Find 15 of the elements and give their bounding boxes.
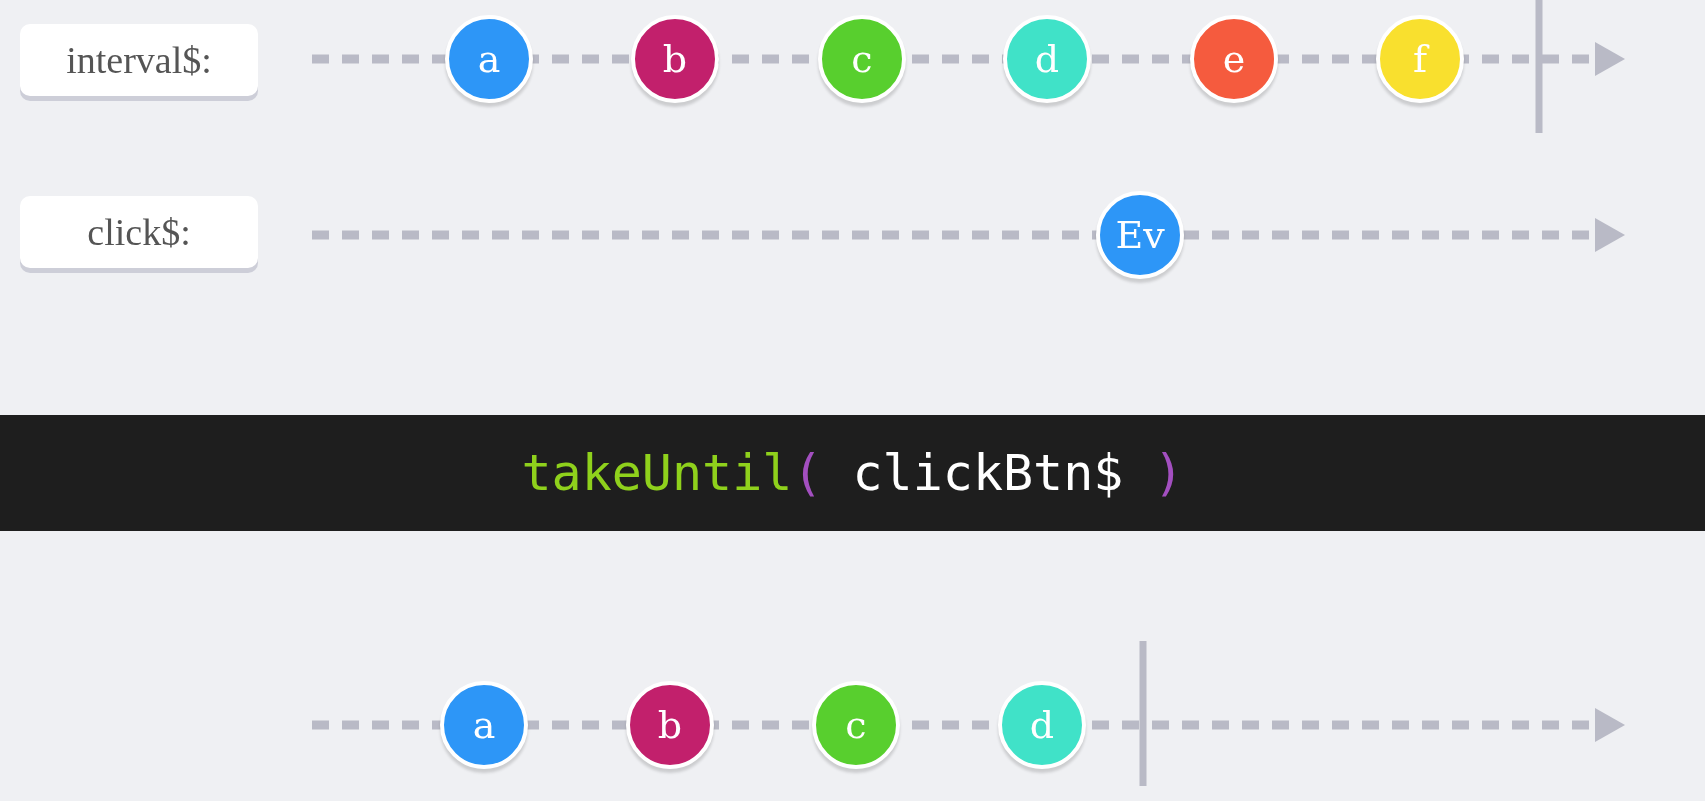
marble-circle: c: [818, 15, 906, 103]
marble-circle: b: [626, 681, 714, 769]
marble-circle: f: [1376, 15, 1464, 103]
code-text: takeUntil: [521, 445, 793, 501]
marble-circle: c: [812, 681, 900, 769]
code-text: (: [792, 445, 823, 501]
code-text: clickBtn$: [852, 445, 1124, 501]
marble-circle: a: [445, 15, 533, 103]
marble-circle: b: [631, 15, 719, 103]
marble-circle: e: [1190, 15, 1278, 103]
code-text: ): [1153, 445, 1184, 501]
marble-circle: a: [440, 681, 528, 769]
marble-circle: d: [1003, 15, 1091, 103]
marble-circle: Ev: [1096, 191, 1184, 279]
marble-circle: d: [998, 681, 1086, 769]
